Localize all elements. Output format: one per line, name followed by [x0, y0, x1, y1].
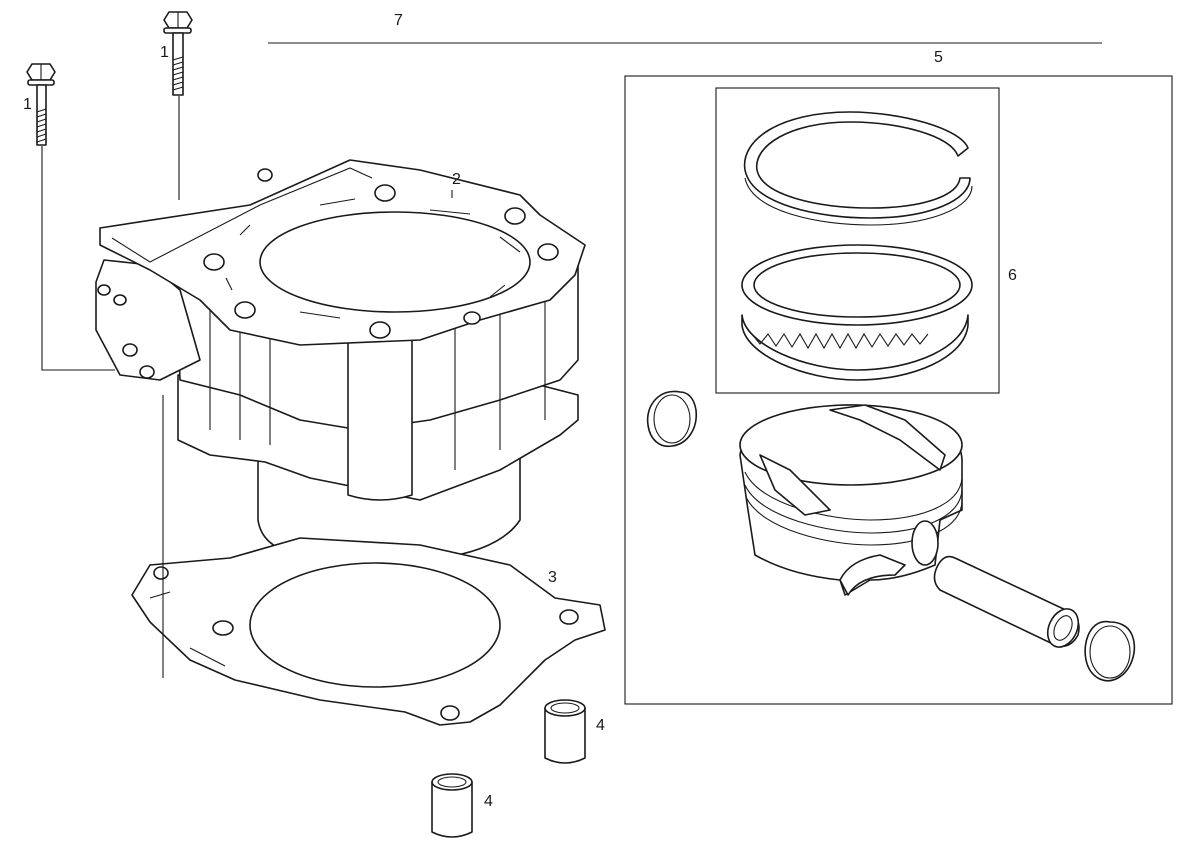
piston-pin[interactable]: [933, 555, 1084, 653]
piston-pin-clip-left[interactable]: [646, 390, 697, 448]
callout-cylinder-assembly: 7: [394, 12, 403, 29]
oil-control-ring[interactable]: [741, 314, 969, 381]
piston-kit-frame: [624, 75, 1173, 705]
bolt-rear[interactable]: [163, 11, 193, 200]
callout-dowel-lower: 4: [484, 793, 493, 810]
dowel-lower[interactable]: [431, 773, 473, 838]
cylinder[interactable]: [95, 159, 586, 559]
callout-ring-set: 6: [1008, 267, 1017, 284]
callout-dowel-upper: 4: [596, 717, 605, 734]
callout-base-gasket: 3: [548, 569, 557, 586]
callout-bolt-rear: 1: [160, 44, 169, 61]
dowel-upper[interactable]: [544, 699, 586, 764]
bolt-front[interactable]: [26, 63, 115, 371]
callout-piston-kit: 5: [934, 49, 943, 66]
compression-ring-second[interactable]: [741, 244, 973, 326]
compression-ring-top[interactable]: [743, 111, 973, 226]
ring-set-frame: [715, 87, 1000, 394]
piston[interactable]: [739, 404, 963, 596]
callout-bolt-front: 1: [23, 96, 32, 113]
base-gasket[interactable]: [131, 395, 606, 726]
callout-cylinder: 2: [452, 171, 461, 188]
piston-pin-clip-right[interactable]: [1084, 620, 1136, 682]
